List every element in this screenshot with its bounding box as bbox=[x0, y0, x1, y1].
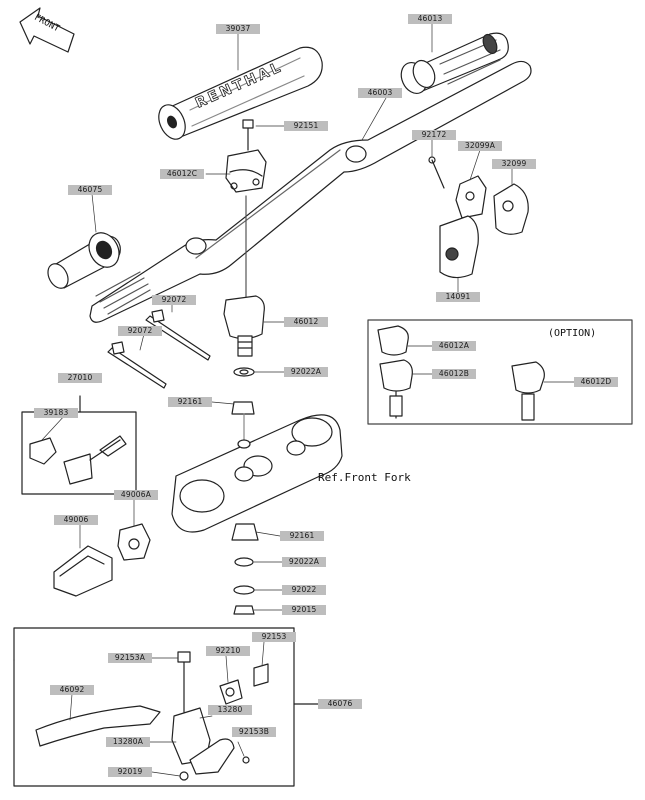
option-label: (OPTION) bbox=[548, 328, 597, 339]
cable-tie-92072-upper bbox=[145, 309, 211, 361]
label-49006A: 49006A bbox=[114, 490, 158, 500]
label-92172: 92172 bbox=[412, 130, 456, 140]
riser-46012 bbox=[223, 195, 265, 377]
leader-lines bbox=[41, 23, 575, 777]
label-92153B: 92153B bbox=[232, 727, 276, 737]
label-92153: 92153 bbox=[252, 632, 296, 642]
switch-assembly bbox=[428, 156, 529, 279]
label-27010: 27010 bbox=[58, 373, 102, 383]
label-39183: 39183 bbox=[34, 408, 78, 418]
top-triple-clamp bbox=[171, 401, 343, 533]
lever-assembly-49006 bbox=[53, 523, 151, 597]
label-39037: 39037 bbox=[216, 24, 260, 34]
label-46012D: 46012D bbox=[574, 377, 618, 387]
label-92022A-bottom: 92022A bbox=[282, 557, 326, 567]
label-92022: 92022 bbox=[282, 585, 326, 595]
kill-switch-box bbox=[21, 395, 137, 495]
label-14091: 14091 bbox=[436, 292, 480, 302]
label-92210: 92210 bbox=[206, 646, 250, 656]
clutch-lever-box bbox=[13, 627, 319, 787]
label-46012B: 46012B bbox=[432, 369, 476, 379]
label-92072-b: 92072 bbox=[118, 326, 162, 336]
front-arrow-icon bbox=[19, 7, 75, 53]
label-92161-top: 92161 bbox=[168, 397, 212, 407]
label-46013: 46013 bbox=[408, 14, 452, 24]
ref-front-fork-label: Ref.Front Fork bbox=[318, 471, 411, 484]
label-92015: 92015 bbox=[282, 605, 326, 615]
label-92072-a: 92072 bbox=[152, 295, 196, 305]
clamp-46012C bbox=[225, 119, 267, 193]
label-92161-bottom: 92161 bbox=[280, 531, 324, 541]
handlebar-46003 bbox=[89, 60, 532, 323]
label-46012C: 46012C bbox=[160, 169, 204, 179]
label-46076: 46076 bbox=[318, 699, 362, 709]
label-13280: 13280 bbox=[208, 705, 252, 715]
left-grip-46075 bbox=[47, 232, 121, 289]
label-92153A: 92153A bbox=[108, 653, 152, 663]
option-riser-box bbox=[367, 319, 633, 425]
label-92151: 92151 bbox=[284, 121, 328, 131]
label-46003: 46003 bbox=[358, 88, 402, 98]
label-49006: 49006 bbox=[54, 515, 98, 525]
throttle-grip-46013 bbox=[400, 32, 509, 95]
label-32099: 32099 bbox=[492, 159, 536, 169]
label-46012A: 46012A bbox=[432, 341, 476, 351]
label-46092: 46092 bbox=[50, 685, 94, 695]
label-46012: 46012 bbox=[284, 317, 328, 327]
label-92019: 92019 bbox=[108, 767, 152, 777]
cable-tie-92072-lower bbox=[107, 341, 167, 389]
lower-fasteners bbox=[231, 523, 259, 615]
label-92022A: 92022A bbox=[284, 367, 328, 377]
label-13280A: 13280A bbox=[106, 737, 150, 747]
label-32099A: 32099A bbox=[458, 141, 502, 151]
label-46075-grip: 46075 bbox=[68, 185, 112, 195]
